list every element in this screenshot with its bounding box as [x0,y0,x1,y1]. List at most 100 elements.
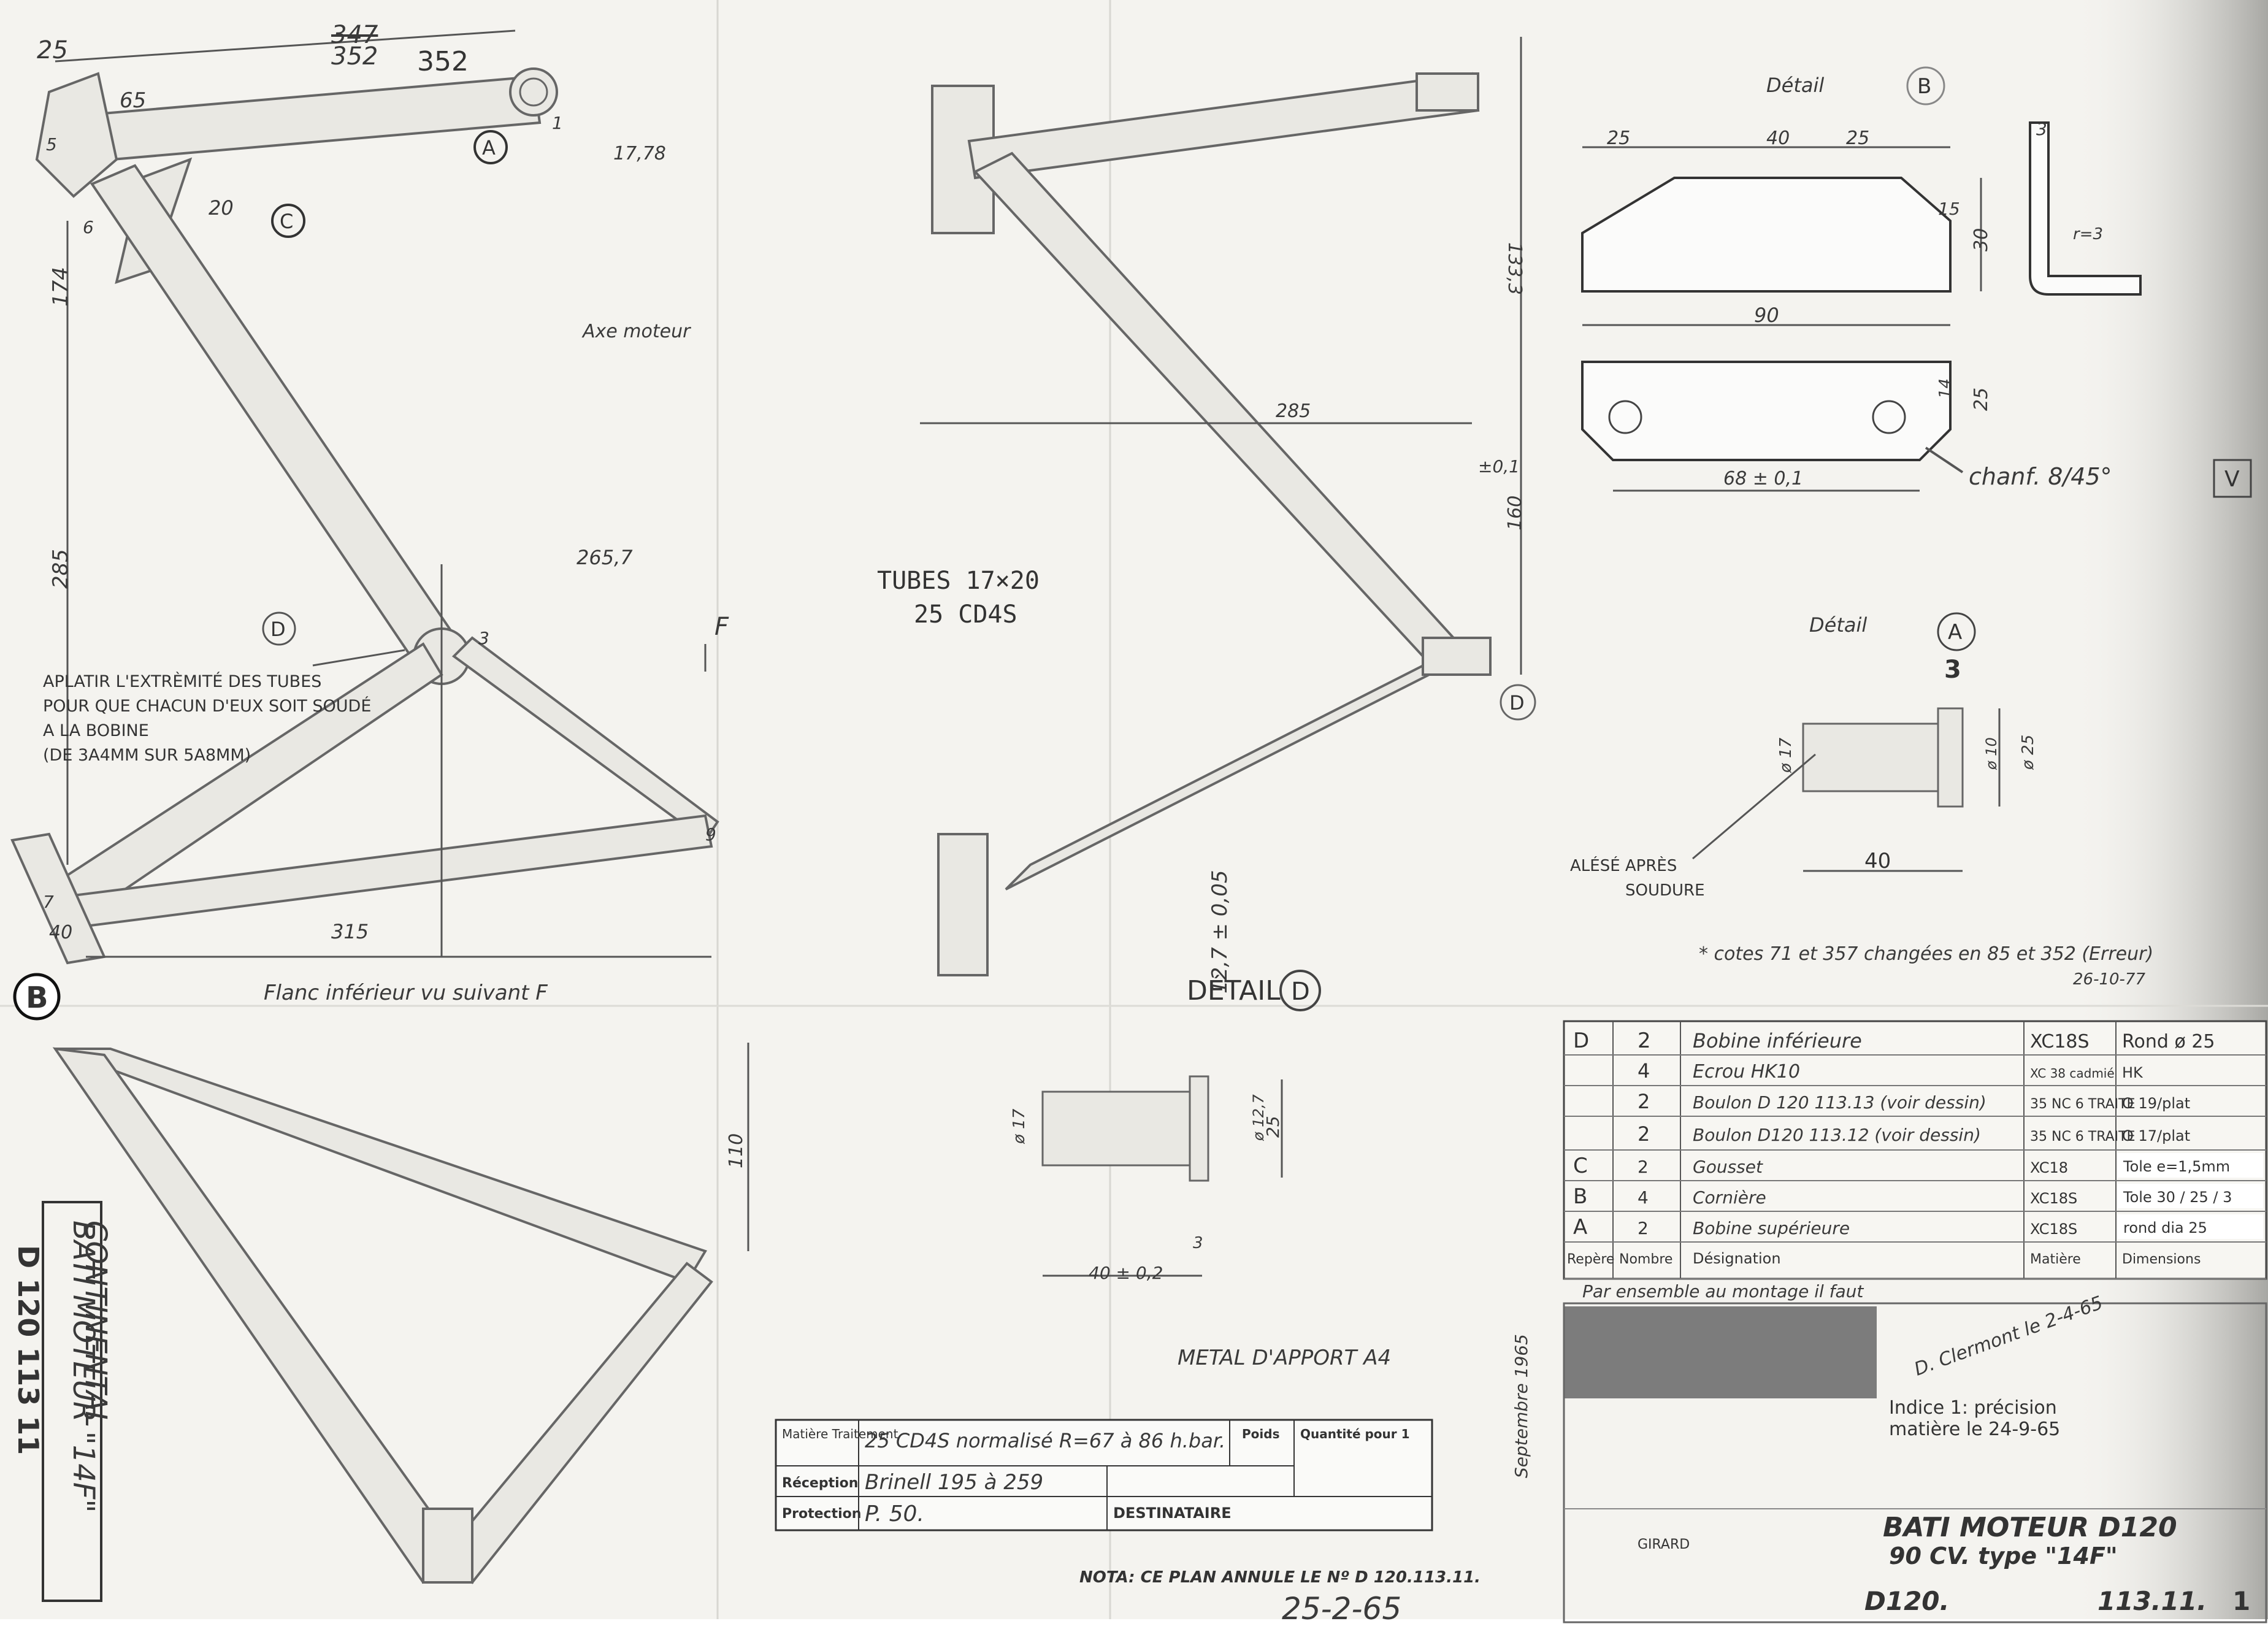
detail-a-flange [1937,707,1964,808]
bom-qty: 2 [1638,1157,1649,1177]
detail-b-dim-90: 90 [1754,304,1779,327]
alese-1: ALÉSÉ APRÈS [1570,856,1677,875]
detail-d-flange [1189,1075,1209,1182]
node-5: 5 [46,134,57,155]
material-frame [775,1419,1433,1531]
callout-c: C [280,210,293,233]
dim-285-side: 285 [1276,401,1311,422]
bom-qty: 2 [1638,1090,1650,1113]
side-tube-diagonal [973,151,1456,658]
side-title-frame [42,1201,102,1602]
dim-160: 160 [1504,496,1526,531]
hole-left [1608,400,1642,434]
top-view [10,29,719,965]
plate-bottom [937,833,989,976]
bom-header-nombre: Nombre [1619,1252,1672,1267]
nota: NOTA: CE PLAN ANNULE LE Nº D 120.113.11. [1079,1568,1481,1587]
axe-moteur: Axe moteur [581,321,691,342]
bobine-bottom [422,1508,473,1584]
note-flatten-3: A LA BOBINE [43,721,149,740]
bom-dim-cell-bg [2117,1184,2263,1208]
alese-2: SOUDURE [1625,881,1705,900]
destinataire-label: DESTINATAIRE [1113,1504,1232,1522]
detail-b-dim-14: 14 [1936,378,1955,399]
node-3: 3 [478,628,489,648]
title-1: BATI MOTEUR D120 [1883,1512,2177,1543]
detail-d-dim-17: ø 17 [1010,1108,1029,1144]
date-vertical: Septembre 1965 [1511,1334,1531,1478]
drawing-number-side: D 120 113 11 [12,1245,45,1455]
callout-d: D [270,618,286,641]
view-b-ring [13,973,61,1021]
bom-dim: O 17/plat [2122,1127,2190,1144]
detail-b-dim-r3: r=3 [2073,225,2103,243]
title-block-frame [1563,1302,2267,1623]
node-7: 7 [43,892,54,912]
bom-header-designation: Désignation [1693,1250,1781,1267]
revision-note-2: 26-10-77 [2073,970,2145,989]
bom-matiere: XC18S [2030,1221,2077,1238]
matiere-label: Matière Traitement [782,1427,898,1441]
quantite-label: Quantité pour 1 [1300,1427,1410,1441]
detail-d-ring [1279,970,1321,1011]
note-flatten-4: (DE 3A4MM SUR 5A8MM) [43,746,251,765]
bom-header-rep: Repère [1567,1252,1614,1267]
detail-d-dim-127: 12,7 ± 0,05 [1208,870,1232,994]
bom-designation: Gousset [1693,1157,1763,1177]
detail-b-dim-25b: 25 [1846,128,1869,149]
detail-b [1581,121,2142,492]
dim-315: 315 [331,920,369,943]
detail-a-body [1802,722,1945,792]
bom-rep: D [1573,1029,1589,1053]
bom-designation: Bobine supérieure [1693,1218,1850,1238]
detail-d-dim-3: 3 [1193,1234,1203,1252]
detail-b-chanf: chanf. 8/45° [1969,463,2112,490]
bom-rep: B [1573,1184,1587,1209]
detail-d-title: DÉTAIL [1187,974,1281,1006]
view-b-label: B [26,981,48,1015]
bom-designation: Boulon D 120 113.13 (voir dessin) [1693,1092,1986,1113]
side-tube-upper [967,72,1480,180]
dim-65: 65 [120,88,146,113]
revision-note-1: * cotes 71 et 357 changées en 85 et 352 … [1699,943,2153,965]
detail-b-dim-3: 3 [2036,119,2047,139]
detail-d-dim-40: 40 ± 0,2 [1089,1263,1163,1283]
indice-2: matière le 24-9-65 [1889,1419,2060,1440]
bom-rep: A [1573,1215,1587,1240]
bom-dim: Tole e=1,5mm [2123,1158,2230,1175]
dim-20: 20 [209,196,234,220]
paper-shadow [2073,0,2268,1648]
chanf-leader [1925,446,1964,473]
dim-01: ±0,1 [1478,456,1520,477]
dim-1333: 133,3 [1504,242,1525,295]
dim-1778: 17,78 [613,143,666,164]
bom-matiere: 35 NC 6 TRAITE [2030,1097,2136,1112]
dim-352: 352 [331,42,378,71]
side-title-1: BATI MOTEUR "14F" [66,1221,101,1512]
bom-footer: Par ensemble au montage il faut [1582,1281,1864,1301]
detail-a-ring [1937,612,1976,651]
caption-flank: Flanc inférieur vu suivant F [264,981,548,1005]
dim-352-hand: 352 [417,46,469,77]
detail-b-dim-68: 68 ± 0,1 [1723,468,1803,489]
cornier-plan [1581,361,1952,461]
bom-designation: Boulon D120 113.12 (voir dessin) [1693,1125,1981,1145]
bom-dim: HK [2122,1064,2143,1081]
view-arrow-f: F [714,613,729,641]
bom-qty: 2 [1638,1122,1650,1146]
matiere-value: 25 CD4S normalisé R=67 à 86 h.bar. [865,1429,1225,1452]
bobine-a-circle [509,67,558,117]
node-6: 6 [83,217,94,237]
bom-qty: 4 [1638,1187,1649,1208]
plate-top [931,85,995,234]
detail-d-dim-127b: ø 12,7 [1250,1094,1267,1141]
cornier-side [1581,177,1952,293]
side-bobine-d [1422,637,1492,676]
indice-1: Indice 1: précision [1889,1397,2057,1419]
detail-a-title: Détail [1809,613,1867,637]
bom-matiere: XC18S [2030,1190,2077,1207]
detail-b-dim-40: 40 [1766,128,1790,149]
dim-347: 347 [331,21,378,49]
detail-a [1802,707,2001,872]
note-flatten-1: APLATIR L'EXTRÈMITÉ DES TUBES [43,672,321,691]
